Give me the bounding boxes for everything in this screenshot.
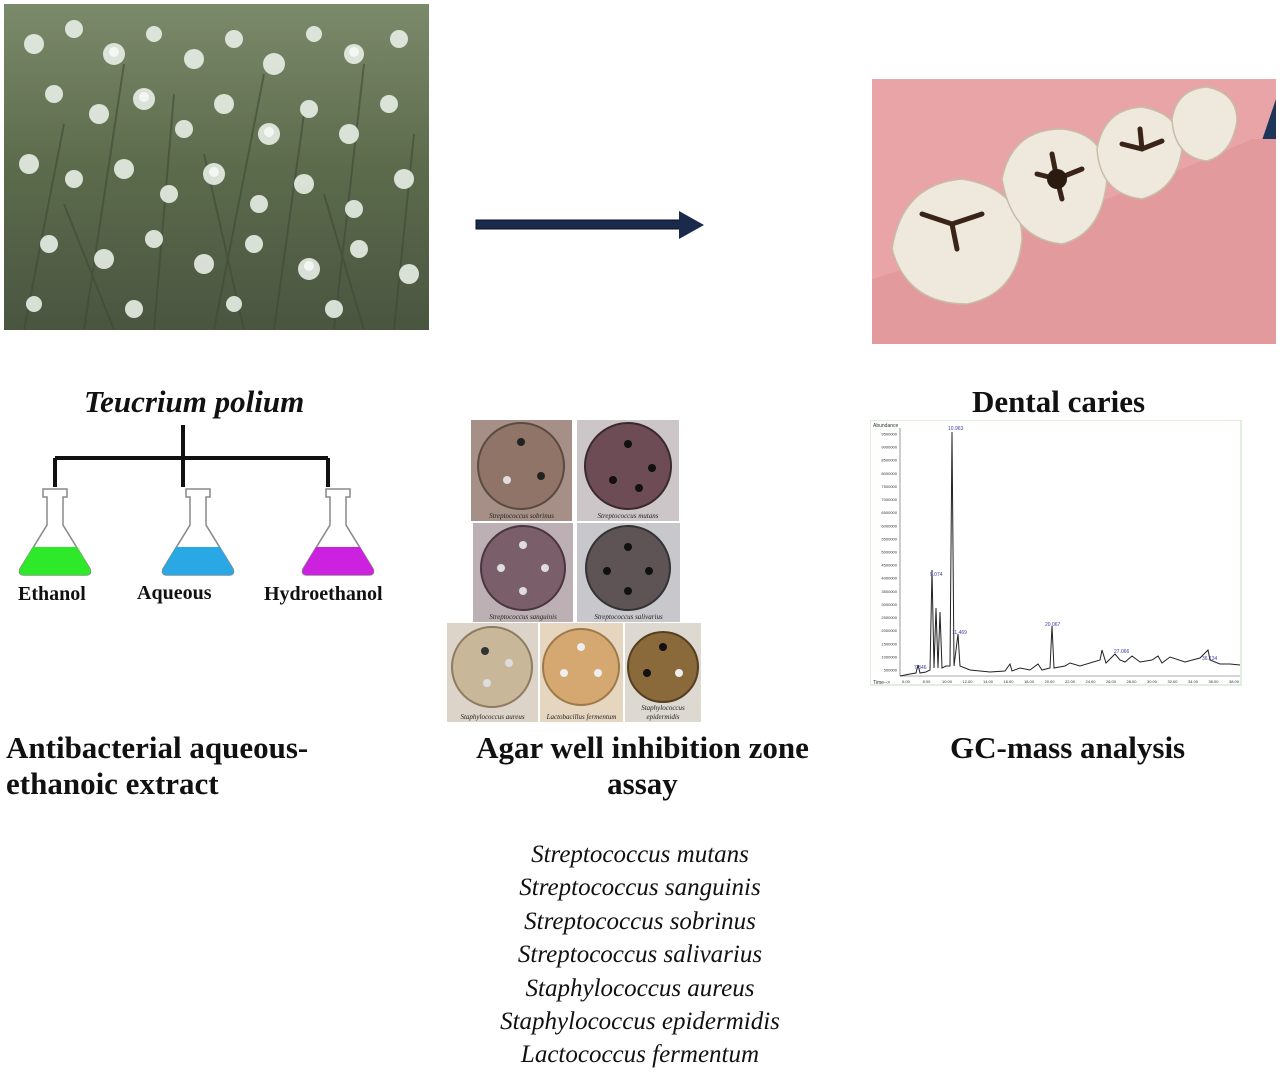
- gc-y-tick: 1500000: [881, 641, 897, 646]
- hydroethanol-flask: [293, 487, 383, 577]
- gc-x-tick: 28.00: [1126, 679, 1137, 684]
- peak-label: 9.074: [930, 572, 943, 578]
- plate-staphylococcus-epidermidis: Staphylococcus epidermidis: [625, 623, 701, 722]
- species-item: Streptococcus sanguinis: [519, 874, 761, 902]
- gc-y-tick: 9500000: [881, 432, 897, 437]
- dental-caries-photo: [872, 79, 1276, 344]
- extraction-diagram: [10, 425, 420, 610]
- gc-x-tick: 22.00: [1065, 679, 1076, 684]
- gc-x-axis-label: Time-->: [873, 680, 890, 686]
- process-arrow: [474, 208, 706, 242]
- gc-x-tick: 10.00: [942, 679, 953, 684]
- gc-caption: GC-mass analysis: [950, 730, 1186, 765]
- gc-y-tick: 8500000: [881, 458, 897, 463]
- gc-y-axis-label: Abundance: [873, 423, 899, 429]
- peak-label: 7.346: [914, 665, 927, 671]
- peak-label: 11.469: [952, 630, 967, 636]
- extract-caption: Antibacterial aqueous- ethanoic extract: [6, 730, 386, 802]
- aqueous-flask: [153, 487, 243, 577]
- peak-label: 27.066: [1114, 649, 1130, 655]
- gc-y-tick: 5000000: [881, 550, 897, 555]
- gc-y-tick: 1000000: [881, 654, 897, 659]
- species-item: Staphylococcus aureus: [525, 974, 755, 1002]
- plate-streptococcus-sobrinus: Streptococcus sobrinus: [471, 420, 572, 521]
- ethanol-label: Ethanol: [18, 583, 86, 605]
- gc-y-tick: 3500000: [881, 589, 897, 594]
- peak-label: 20.067: [1045, 622, 1061, 628]
- gc-x-tick: 38.00: [1229, 679, 1240, 684]
- teucrium-polium-photo: [4, 4, 429, 330]
- plate-caption: Streptococcus salivarius: [594, 613, 663, 621]
- ethanol-flask: [10, 487, 100, 577]
- gc-x-tick: 36.00: [1208, 679, 1219, 684]
- gc-y-tick: 4000000: [881, 576, 897, 581]
- plate-caption: Streptococcus sanguinis: [489, 613, 557, 621]
- gc-y-tick: 4500000: [881, 563, 897, 568]
- caries-title: Dental caries: [972, 384, 1146, 419]
- gc-x-tick: 34.00: [1188, 679, 1199, 684]
- plate-caption: Streptococcus mutans: [597, 512, 659, 520]
- assay-caption-line1: Agar well inhibition zone: [476, 730, 809, 765]
- plate-staphylococcus-aureus: Staphylococcus aureus: [447, 623, 538, 722]
- gc-x-tick: 24.00: [1085, 679, 1096, 684]
- gc-y-tick: 2500000: [881, 615, 897, 620]
- assay-caption-line2: assay: [607, 766, 678, 801]
- aqueous-label: Aqueous: [137, 582, 212, 604]
- gc-x-tick: 12.00: [962, 679, 973, 684]
- gc-y-tick: 9000000: [881, 445, 897, 450]
- plate-streptococcus-mutans: Streptococcus mutans: [577, 420, 679, 521]
- gc-x-tick: 30.00: [1147, 679, 1158, 684]
- gc-x-tick: 16.00: [1003, 679, 1014, 684]
- gc-y-tick: 7000000: [881, 497, 897, 502]
- flasks-row: [10, 487, 420, 612]
- gc-x-tick: 18.00: [1024, 679, 1035, 684]
- gc-y-tick: 6500000: [881, 510, 897, 515]
- hydroethanol-label: Hydroethanol: [264, 583, 383, 605]
- gc-y-tick: 5500000: [881, 536, 897, 541]
- plate-caption: Staphylococcus epidermidis: [641, 704, 685, 721]
- gc-x-tick: 8.00: [923, 679, 932, 684]
- species-item: Streptococcus mutans: [531, 841, 749, 868]
- extract-caption-line1: Antibacterial aqueous-: [6, 730, 309, 765]
- gc-y-tick: 6000000: [881, 523, 897, 528]
- gc-y-tick: 3000000: [881, 602, 897, 607]
- gc-y-tick: 500000: [884, 668, 898, 673]
- peak-label: 36.134: [1202, 656, 1218, 662]
- assay-caption: Agar well inhibition zone assay: [440, 730, 845, 802]
- extract-caption-line2: ethanoic extract: [6, 766, 219, 801]
- gc-x-tick: 26.00: [1106, 679, 1117, 684]
- species-list: Streptococcus mutans Streptococcus sangu…: [380, 838, 900, 1072]
- plate-lactobacillus-fermentum: Lactobacillus fermentum: [540, 623, 623, 722]
- species-item: Lactococcus fermentum: [520, 1041, 760, 1069]
- plate-streptococcus-sanguinis: Streptococcus sanguinis: [473, 523, 573, 622]
- gc-x-tick: 20.00: [1044, 679, 1055, 684]
- gc-mass-chromatogram: Abundance Time--> 9500000 9000000 8500000 8…: [869, 419, 1242, 686]
- gc-x-tick: 32.00: [1167, 679, 1178, 684]
- species-item: Streptococcus sobrinus: [524, 907, 756, 935]
- plate-caption: Streptococcus sobrinus: [489, 512, 554, 520]
- gc-y-tick: 8000000: [881, 471, 897, 476]
- plant-title: Teucrium polium: [84, 384, 305, 419]
- gc-y-tick: 2000000: [881, 628, 897, 633]
- plate-caption: Staphylococcus aureus: [460, 713, 525, 721]
- plate-caption: Lactobacillus fermentum: [546, 713, 617, 721]
- plate-streptococcus-salivarius: Streptococcus salivarius: [577, 523, 680, 622]
- gc-x-tick: 14.00: [983, 679, 994, 684]
- species-item: Streptococcus salivarius: [517, 941, 763, 969]
- gc-x-tick: 6.00: [902, 679, 911, 684]
- species-item: Staphylococcus epidermidis: [500, 1008, 780, 1036]
- gc-y-tick: 7500000: [881, 484, 897, 489]
- peak-label: 10.963: [948, 426, 964, 432]
